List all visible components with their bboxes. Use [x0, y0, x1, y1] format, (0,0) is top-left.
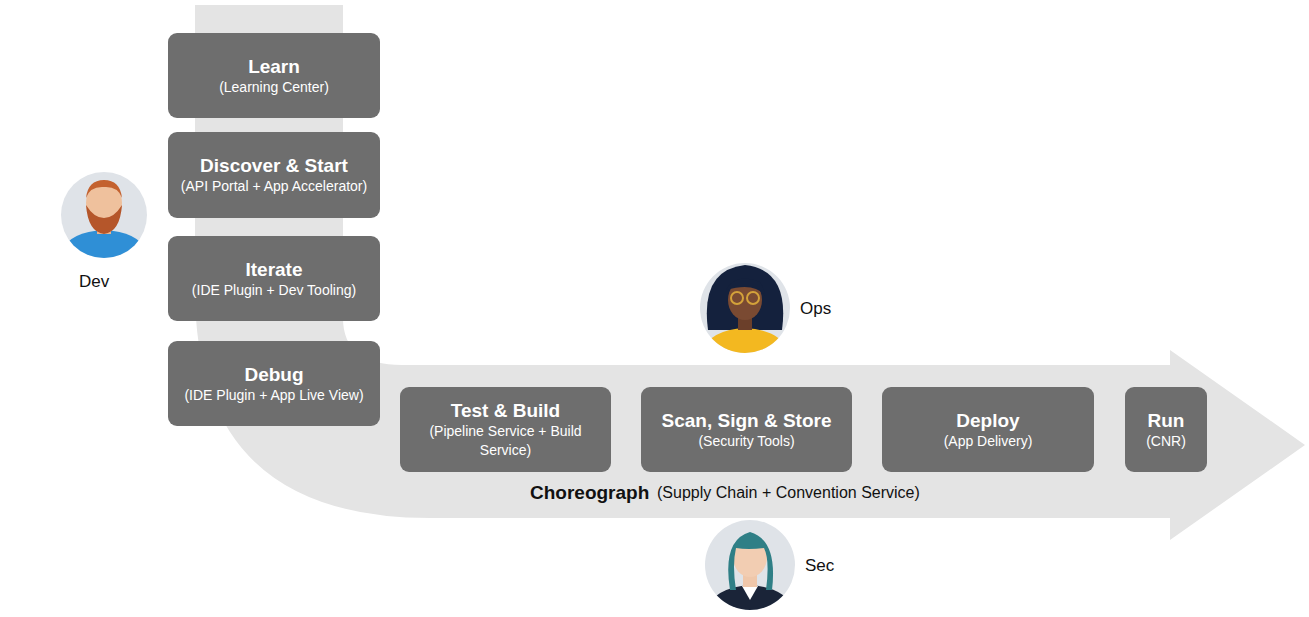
box-title: Learn	[248, 55, 300, 78]
band-subtitle: (Supply Chain + Convention Service)	[657, 484, 920, 502]
process-box: Discover & Start(API Portal + App Accele…	[168, 132, 380, 218]
process-box: Run(CNR)	[1125, 387, 1207, 472]
process-box: Debug(IDE Plugin + App Live View)	[168, 341, 380, 426]
sec-avatar	[705, 520, 795, 615]
process-box: Learn(Learning Center)	[168, 33, 380, 118]
box-title: Deploy	[956, 409, 1019, 432]
box-subtitle: (App Delivery)	[944, 432, 1033, 451]
box-subtitle: (Security Tools)	[698, 432, 794, 451]
box-title: Run	[1148, 409, 1185, 432]
box-subtitle: (Learning Center)	[219, 78, 329, 97]
dev-avatar	[58, 172, 150, 262]
box-subtitle: (CNR)	[1146, 432, 1186, 451]
person-label: Sec	[805, 556, 834, 576]
process-box: Scan, Sign & Store(Security Tools)	[641, 387, 852, 472]
box-title: Discover & Start	[200, 154, 348, 177]
box-subtitle: (API Portal + App Accelerator)	[181, 177, 367, 196]
box-title: Debug	[244, 363, 303, 386]
box-subtitle: (IDE Plugin + App Live View)	[184, 386, 363, 405]
box-title: Test & Build	[451, 399, 560, 422]
ops-avatar	[700, 263, 790, 358]
process-box: Iterate(IDE Plugin + Dev Tooling)	[168, 236, 380, 321]
box-subtitle: (IDE Plugin + Dev Tooling)	[192, 281, 356, 300]
box-title: Iterate	[245, 258, 302, 281]
person-label: Dev	[79, 272, 109, 292]
process-box: Test & Build(Pipeline Service + Build Se…	[400, 387, 611, 472]
box-title: Scan, Sign & Store	[662, 409, 832, 432]
band-title: Choreograph	[530, 482, 649, 504]
process-box: Deploy(App Delivery)	[882, 387, 1094, 472]
box-subtitle: (Pipeline Service + Build Service)	[408, 422, 603, 460]
person-label: Ops	[800, 299, 831, 319]
